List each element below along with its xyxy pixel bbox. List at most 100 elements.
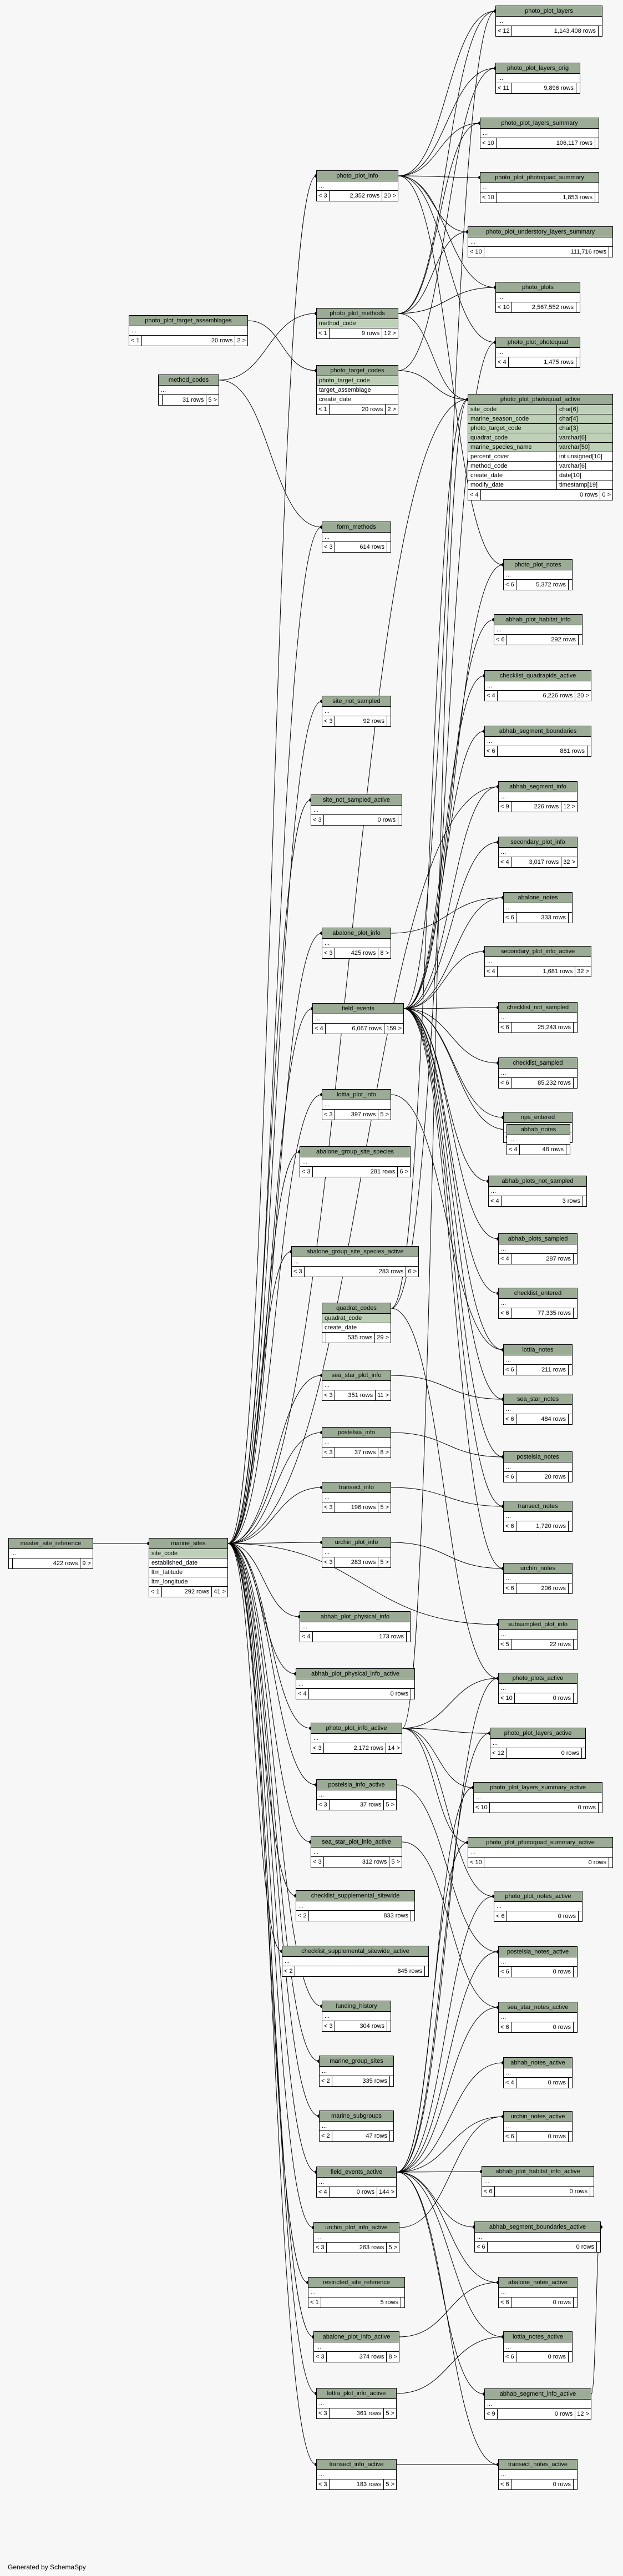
relationship-edge bbox=[396, 2116, 504, 2173]
child-count: 20 > bbox=[577, 692, 589, 699]
table-column: ... bbox=[499, 1244, 577, 1254]
table-photo-plot-understory-layers-summary[interactable]: photo_plot_understory_layers_summary...<… bbox=[468, 226, 613, 257]
relationship-edge bbox=[227, 175, 317, 1544]
table-column: ... bbox=[499, 792, 577, 802]
table-name: field_events_active bbox=[317, 2167, 396, 2178]
row-count: 283 rows bbox=[305, 1267, 407, 1277]
table-photo-plot-photoquad-summary-active[interactable]: photo_plot_photoquad_summary_active...< … bbox=[468, 1837, 613, 1868]
relationship-edge bbox=[403, 1008, 504, 1400]
column-type: date[10] bbox=[559, 472, 581, 479]
table-name: urchin_plot_info bbox=[322, 1537, 391, 1548]
child-count bbox=[569, 1521, 572, 1531]
table-checklist-supplemental-sitewide-active[interactable]: checklist_supplemental_sitewide_active..… bbox=[282, 1946, 429, 1977]
relationship-edge bbox=[403, 1007, 499, 1009]
child-count: 14 > bbox=[388, 1745, 400, 1752]
table-name: photo_plot_info_active bbox=[311, 1723, 402, 1734]
table-name: urchin_plot_info_active bbox=[314, 2223, 399, 2233]
